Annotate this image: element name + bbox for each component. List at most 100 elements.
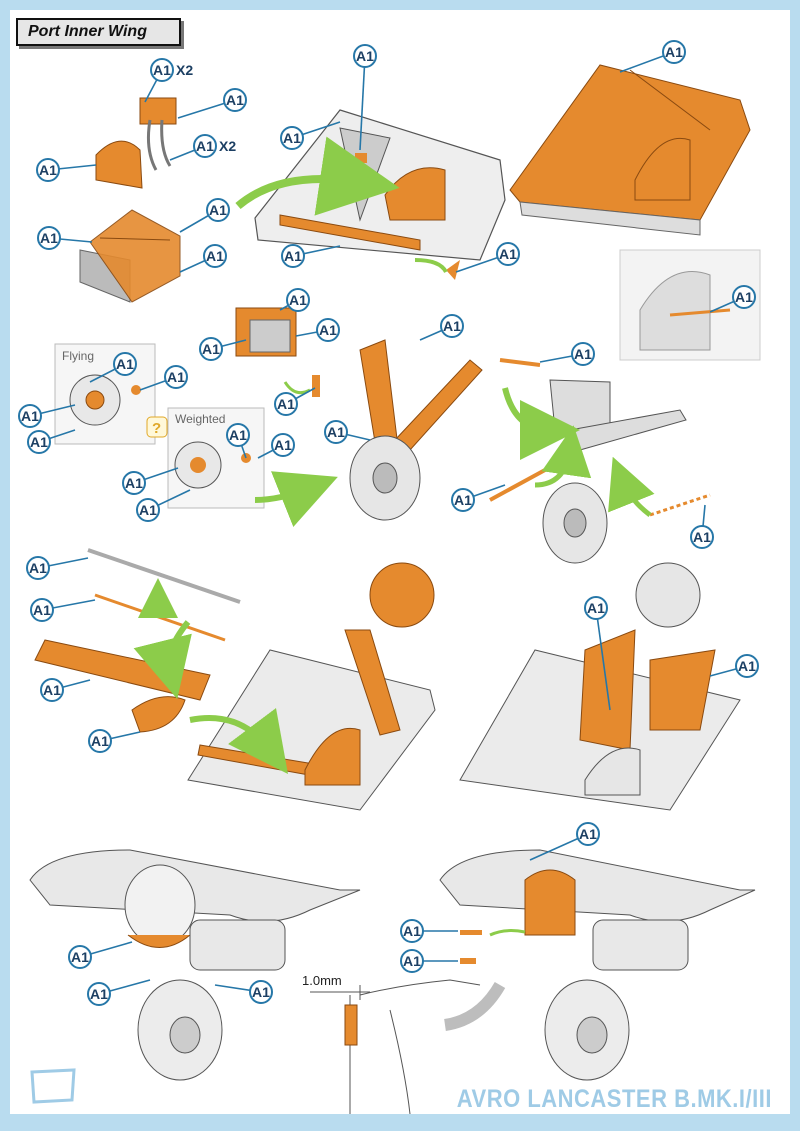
- part-callout: A1: [280, 121, 341, 150]
- step1-wing-skin: [509, 64, 751, 236]
- part-callout: A1: [179, 244, 227, 273]
- step3-wing-doors: [459, 562, 741, 811]
- inset-flying: Flying: [54, 343, 156, 445]
- part-callout: A1: [619, 40, 686, 73]
- inset-weighted: Weighted: [167, 407, 265, 509]
- section-title: Port Inner Wing: [16, 18, 181, 46]
- callout-label: A1: [574, 346, 592, 362]
- callout-label: A1: [327, 424, 345, 440]
- callout-bubble: [496, 242, 520, 266]
- callout-bubble: [113, 352, 137, 376]
- callout-bubble: [122, 471, 146, 495]
- callout-bubble: [400, 949, 424, 973]
- callout-label: A1: [21, 408, 39, 424]
- part-callout: A1: [37, 226, 93, 250]
- callout-label: A1: [167, 369, 185, 385]
- part-callout: A1: [88, 729, 141, 753]
- callout-label: A1: [252, 984, 270, 1000]
- callout-label: A1: [274, 437, 292, 453]
- inset-flying-label: Flying: [62, 349, 94, 363]
- part-callout: A1: [40, 678, 91, 702]
- callout-label: A1: [229, 427, 247, 443]
- callout-bubble: [249, 980, 273, 1004]
- part-callout: A1: [529, 822, 600, 861]
- step1-parts: [79, 97, 181, 303]
- part-callout: A1: [274, 387, 316, 416]
- arrow-green-icon: [489, 929, 526, 937]
- callout-bubble: [690, 525, 714, 549]
- part-callout: A1: [89, 352, 137, 383]
- part-callout: A1: [214, 980, 273, 1004]
- part-callout: A1: [455, 242, 520, 273]
- callout-bubble: [440, 314, 464, 338]
- step2-gear-bay: [235, 307, 320, 397]
- callout-label: A1: [443, 318, 461, 334]
- callout-label: A1: [403, 923, 421, 939]
- callout-label: A1: [206, 248, 224, 264]
- callout-label: A1: [153, 62, 171, 78]
- inset-weighted-label: Weighted: [175, 412, 225, 426]
- callout-bubble: [199, 337, 223, 361]
- logo-icon: [30, 1068, 76, 1104]
- callout-bubble: [400, 919, 424, 943]
- callout-bubble: [274, 392, 298, 416]
- callout-bubble: [271, 433, 295, 457]
- step3-wing-assembly: [187, 562, 436, 811]
- callout-bubble: [88, 729, 112, 753]
- callout-label: A1: [116, 356, 134, 372]
- callout-bubble: [18, 404, 42, 428]
- part-callout: A1: [26, 556, 89, 580]
- step4-wing-left: [29, 849, 361, 1081]
- callout-label: A1: [735, 289, 753, 305]
- callout-bubble: [662, 40, 686, 64]
- part-callout: A1: [136, 489, 191, 522]
- part-callout: A1: [709, 654, 759, 678]
- arrow-grey-icon: [443, 981, 506, 1031]
- assembly-diagram: Flying Weighted ?: [18, 40, 761, 1114]
- part-callout: A1: [36, 158, 97, 182]
- callout-label: A1: [71, 949, 89, 965]
- detail-cutaway: 1.0mm: [302, 930, 482, 1114]
- callout-label: A1: [43, 682, 61, 698]
- callout-bubble: [324, 420, 348, 444]
- callout-bubble: [223, 88, 247, 112]
- callout-bubble: [36, 158, 60, 182]
- arrow-green-icon: [608, 456, 655, 517]
- callout-label: A1: [33, 602, 51, 618]
- part-callout: A1: [27, 429, 76, 454]
- callout-label: A1: [29, 560, 47, 576]
- part-callout: A1: [68, 941, 133, 969]
- callout-multiplier: X2: [176, 62, 193, 78]
- part-callout: A1: [324, 420, 371, 444]
- arrow-green-icon: [235, 136, 400, 216]
- step2-landing-gear: [349, 339, 483, 521]
- part-callout: A1: [179, 198, 230, 233]
- callout-label: A1: [90, 986, 108, 1002]
- callout-bubble: [316, 318, 340, 342]
- callout-bubble: [206, 198, 230, 222]
- callout-label: A1: [209, 202, 227, 218]
- callout-label: A1: [30, 434, 48, 450]
- callout-leader: [595, 607, 611, 711]
- callout-bubble: [451, 488, 475, 512]
- callout-label: A1: [226, 92, 244, 108]
- part-callout: A1: [226, 423, 250, 459]
- callout-multiplier: X2: [219, 138, 236, 154]
- callout-bubble: [735, 654, 759, 678]
- callout-label: A1: [283, 130, 301, 146]
- part-callout: A1: [709, 285, 756, 313]
- arrow-green-icon: [133, 620, 192, 700]
- callout-bubble: [353, 44, 377, 68]
- part-callout: A1: [400, 919, 458, 943]
- callout-label: A1: [91, 733, 109, 749]
- callout-label: A1: [277, 396, 295, 412]
- callout-label: A1: [693, 529, 711, 545]
- callout-label: A1: [403, 953, 421, 969]
- part-callout: A1: [295, 318, 340, 342]
- callout-bubble: [164, 365, 188, 389]
- callout-label: A1: [125, 475, 143, 491]
- callout-bubble: [193, 134, 217, 158]
- callout-label: A1: [284, 248, 302, 264]
- part-callout: A1: [539, 342, 595, 366]
